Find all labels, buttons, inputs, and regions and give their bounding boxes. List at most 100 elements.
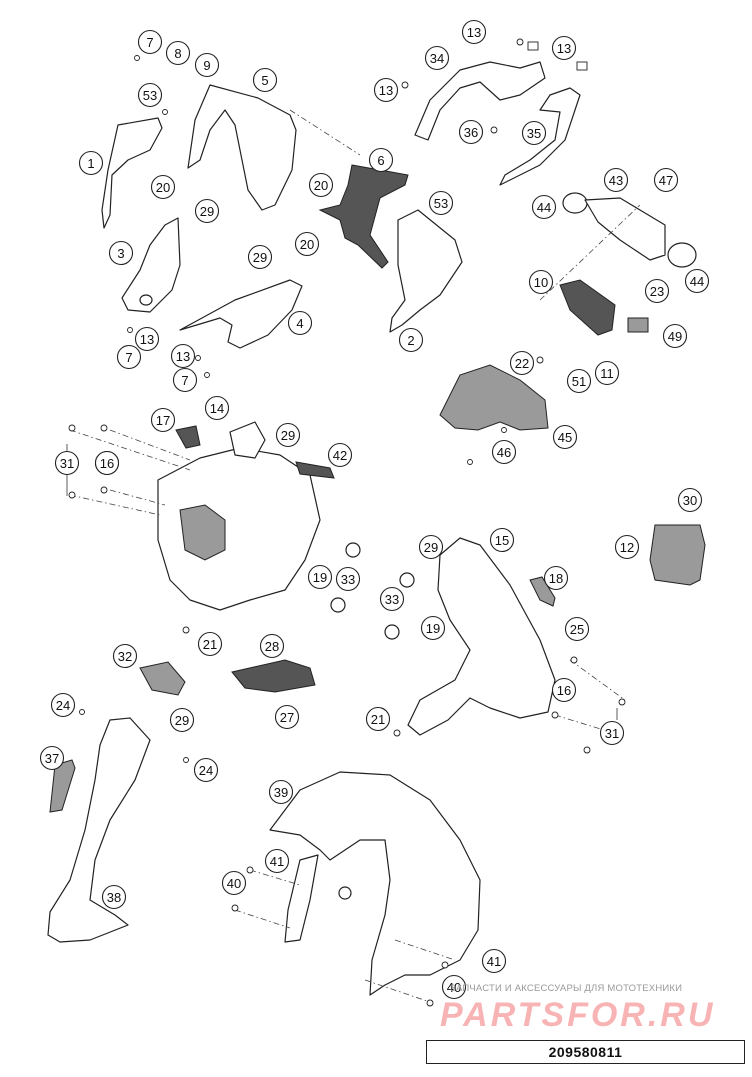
callout-16: 16: [551, 677, 577, 703]
bushing-33a: [345, 542, 361, 558]
callout-13: 13: [373, 77, 399, 103]
callout-label: 45: [558, 430, 572, 445]
callout-7: 7: [116, 344, 142, 370]
callout-13: 13: [551, 35, 577, 61]
part-37-reflector: [49, 759, 76, 813]
part-42-seal: [295, 461, 335, 479]
callout-38: 38: [101, 884, 127, 910]
callout-label: 20: [300, 237, 314, 252]
part-44-plate-right: [667, 242, 697, 268]
fasteners: [68, 38, 626, 1007]
callout-29: 29: [169, 707, 195, 733]
callout-label: 23: [650, 284, 664, 299]
part-18-clip: [529, 576, 556, 607]
callout-40: 40: [221, 870, 247, 896]
callout-35: 35: [521, 120, 547, 146]
callout-32: 32: [112, 643, 138, 669]
part-4-side-cover: [179, 279, 303, 349]
callout-11: 11: [594, 360, 620, 386]
part-3-grommet: [139, 294, 153, 306]
callout-label: 43: [609, 173, 623, 188]
callout-25: 25: [564, 616, 590, 642]
callout-14: 14: [204, 395, 230, 421]
callout-label: 17: [156, 413, 170, 428]
callout-44: 44: [684, 268, 710, 294]
bushing-33b: [330, 597, 346, 613]
document-number-box: 209580811: [426, 1040, 745, 1064]
callout-28: 28: [259, 633, 285, 659]
callout-20: 20: [294, 231, 320, 257]
callout-label: 14: [210, 401, 224, 416]
callout-label: 53: [143, 88, 157, 103]
callout-label: 28: [265, 639, 279, 654]
callout-30: 30: [677, 487, 703, 513]
callout-label: 41: [270, 854, 284, 869]
callout-label: 39: [274, 785, 288, 800]
callout-label: 7: [181, 373, 188, 388]
callout-label: 29: [253, 250, 267, 265]
callout-label: 42: [333, 448, 347, 463]
callout-label: 32: [118, 649, 132, 664]
callout-53: 53: [137, 82, 163, 108]
callout-31: 31: [599, 720, 625, 746]
part-35-rail: [499, 87, 581, 186]
part-34-rail: [414, 61, 546, 141]
callout-37: 37: [39, 745, 65, 771]
callout-label: 19: [426, 621, 440, 636]
callout-21: 21: [197, 631, 223, 657]
part-43-bracket: [584, 197, 666, 261]
callout-label: 38: [107, 890, 121, 905]
part-28-bracket: [231, 659, 316, 693]
callout-45: 45: [552, 424, 578, 450]
watermark-caption: ЗАПЧАСТИ И АКСЕССУАРЫ ДЛЯ МОТОТЕХНИКИ: [450, 983, 683, 994]
callout-label: 12: [620, 540, 634, 555]
callout-2: 2: [398, 327, 424, 353]
callout-label: 21: [371, 712, 385, 727]
callout-label: 13: [140, 332, 154, 347]
callout-40: 40: [441, 974, 467, 1000]
callout-label: 13: [557, 41, 571, 56]
callout-17: 17: [150, 407, 176, 433]
callout-13: 13: [170, 343, 196, 369]
callout-label: 29: [200, 204, 214, 219]
callout-label: 15: [495, 533, 509, 548]
callout-44: 44: [531, 194, 557, 220]
bushing-33c: [399, 572, 415, 588]
callout-label: 4: [296, 316, 303, 331]
part-36-cap-2: [576, 61, 588, 71]
part-10-license-bracket: [559, 279, 616, 336]
callout-label: 46: [497, 445, 511, 460]
callout-46: 46: [491, 439, 517, 465]
part-32-clamp: [139, 661, 186, 696]
callout-label: 33: [385, 592, 399, 607]
callout-6: 6: [368, 147, 394, 173]
callout-13: 13: [461, 19, 487, 45]
callout-label: 29: [424, 540, 438, 555]
callout-label: 36: [464, 125, 478, 140]
part-30-holder: [649, 524, 706, 586]
callout-20: 20: [150, 174, 176, 200]
callout-label: 6: [377, 153, 384, 168]
callout-label: 20: [314, 178, 328, 193]
callout-label: 20: [156, 180, 170, 195]
callout-18: 18: [543, 565, 569, 591]
callout-33: 33: [379, 586, 405, 612]
callout-label: 34: [430, 51, 444, 66]
callout-label: 10: [534, 275, 548, 290]
callout-21: 21: [365, 706, 391, 732]
callout-9: 9: [194, 52, 220, 78]
callout-label: 30: [683, 493, 697, 508]
callout-label: 11: [600, 366, 614, 381]
callout-23: 23: [644, 278, 670, 304]
part-17-clip: [175, 425, 201, 449]
callout-12: 12: [614, 534, 640, 560]
callout-label: 1: [87, 156, 94, 171]
callout-7: 7: [137, 29, 163, 55]
callout-label: 5: [261, 73, 268, 88]
part-1-bracket: [101, 117, 163, 229]
callout-label: 33: [341, 572, 355, 587]
callout-label: 47: [659, 173, 673, 188]
callout-label: 3: [117, 246, 124, 261]
callout-label: 8: [174, 46, 181, 61]
